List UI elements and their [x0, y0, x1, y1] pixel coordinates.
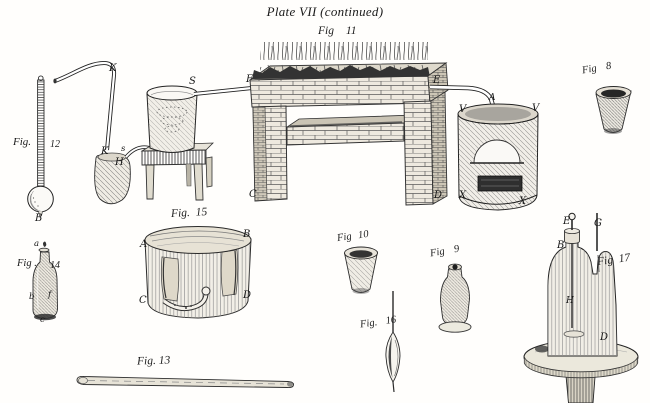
- plate-title: Plate VII (continued): [266, 4, 384, 19]
- letter-label-F: F: [246, 74, 253, 85]
- letter-label-b: b: [29, 292, 35, 302]
- fig14-phial: [32, 241, 58, 321]
- fire-flames: [260, 42, 428, 72]
- fig9-vessel: [438, 263, 472, 333]
- fig13-caption: Fig. 13: [136, 354, 171, 368]
- fig8-crucible: [595, 86, 632, 134]
- letter-label-B: B: [35, 213, 43, 224]
- fig14-caption: Fig .: [17, 258, 37, 269]
- letter-label-X: X: [459, 190, 467, 201]
- letter-label-D: D: [243, 290, 252, 301]
- letter-label-f: f: [48, 290, 52, 300]
- letter-label-K: K: [109, 63, 117, 74]
- fig11-caption: Fig 11: [318, 25, 357, 37]
- tube-to-furnace: [193, 86, 253, 96]
- brick-furnace: [248, 42, 449, 206]
- letter-label-K: K: [101, 146, 109, 157]
- vessel-h: [94, 152, 131, 205]
- letter-label-V: V: [459, 104, 467, 115]
- fig12-caption: Fig.: [13, 136, 32, 148]
- dome-inside-receiver: [473, 139, 521, 164]
- fig12-thermometer: [27, 75, 54, 218]
- fig12-caption-number: 12: [50, 139, 60, 150]
- burning-coals: [252, 65, 430, 79]
- letter-label-A: A: [489, 93, 496, 103]
- letter-label-V: V: [532, 103, 540, 114]
- fig10-cup: [343, 246, 379, 294]
- letter-label-D: D: [434, 190, 443, 201]
- fig15-tub: [144, 226, 252, 319]
- letter-label-B: B: [243, 229, 251, 240]
- fig17-bell-jar-stand: [523, 212, 639, 403]
- letter-label-c: c: [40, 315, 45, 325]
- letter-label-H: H: [566, 296, 574, 306]
- tube-to-receiver: [429, 84, 499, 117]
- letter-label-E: E: [433, 75, 441, 86]
- delivery-tube-k: [53, 60, 117, 151]
- letter-label-H: H: [115, 157, 124, 168]
- letter-label-B: B: [557, 240, 565, 251]
- plaque-on-receiver: [477, 175, 523, 192]
- letter-label-S: S: [189, 76, 196, 87]
- fig11-furnace-assembly: [53, 42, 539, 211]
- fig15-caption: Fig. 15: [170, 206, 208, 220]
- letter-label-X: X: [519, 196, 527, 207]
- tub-on-stool: [146, 85, 198, 153]
- fig13-rod: [76, 375, 294, 389]
- letter-label-a: a: [34, 239, 40, 249]
- stopper: [564, 230, 580, 244]
- fig16-spindle: [385, 291, 401, 393]
- letter-label-D: D: [600, 332, 609, 343]
- fig14-caption-number: 14: [50, 260, 60, 271]
- letter-label-A: A: [140, 239, 148, 250]
- letter-label-E: E: [563, 216, 571, 227]
- letter-label-G: G: [594, 218, 602, 229]
- letter-label-C: C: [249, 189, 257, 200]
- letter-label-C: C: [139, 295, 147, 306]
- letter-label-s: s: [121, 144, 126, 154]
- receiver-vessel: [457, 103, 539, 211]
